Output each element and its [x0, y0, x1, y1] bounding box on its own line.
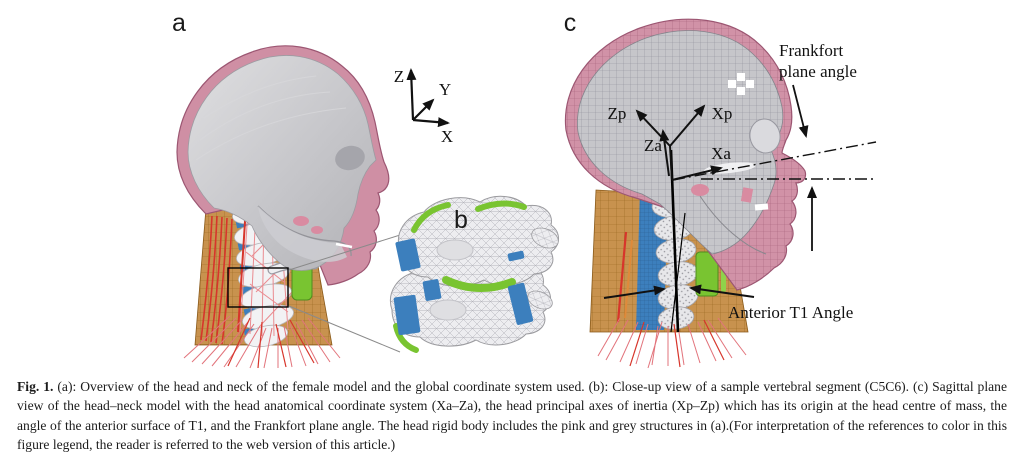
- cheek-pink-c: [740, 187, 754, 203]
- jaw-line-a: [257, 205, 352, 257]
- muscle-fan-a: [183, 315, 341, 369]
- panel-c-annotations: Zp Xp Za Xa Frankfort plane angle Anteri…: [603, 41, 877, 333]
- panel-c-label: c: [564, 9, 577, 37]
- skull-highlight-c: [728, 73, 754, 95]
- muscle-fan-c-bright: [629, 319, 725, 368]
- mandible-a: [258, 206, 347, 262]
- t1-arrow-right: [689, 284, 755, 298]
- panel-a-head-neck-model: a: [172, 9, 417, 369]
- muscle-fan-a-bright: [227, 317, 315, 369]
- c5c6-zoom-rectangle: [227, 267, 289, 308]
- orange-strip-c: [624, 239, 633, 319]
- za-label: Za: [644, 136, 662, 155]
- skull-a: [187, 55, 377, 271]
- skull-a-facets: [195, 75, 347, 161]
- t1-arrow-left: [603, 285, 666, 299]
- frankfort-label-line1: Frankfort: [779, 41, 843, 60]
- cartilage-green-b: [393, 200, 527, 353]
- c5-shadow: [436, 239, 474, 261]
- frankfort-label-line2: plane angle: [779, 62, 857, 81]
- process-c6: [527, 290, 553, 310]
- t1-anterior-surface-line: [670, 212, 686, 333]
- frankfort-plane-lines: [672, 141, 877, 181]
- panel-a-label: a: [172, 9, 186, 37]
- anterior-muscle-line-c: [616, 231, 628, 323]
- teeth-hint-c: [754, 203, 769, 211]
- axes-stem: [669, 145, 673, 181]
- global-x-label: X: [441, 127, 453, 146]
- tmj-pink-a: [293, 216, 309, 226]
- tmj-pink-c: [691, 184, 709, 196]
- callout-line-top: [288, 229, 417, 271]
- global-coordinate-system: [406, 68, 450, 128]
- frankfort-pointer-arrow: [792, 84, 809, 138]
- panel-b-vertebral-segment: b: [390, 195, 559, 353]
- teeth-hint-a: [335, 242, 353, 249]
- c6-shadow: [429, 299, 467, 321]
- callout-line-bottom: [288, 305, 401, 353]
- zp-label: Zp: [608, 104, 627, 123]
- global-y-label: Y: [439, 80, 451, 99]
- xp-label: Xp: [712, 104, 733, 123]
- eye-socket-a: [335, 145, 365, 171]
- global-z-axis: [406, 68, 417, 121]
- jaw-line-c: [699, 195, 767, 255]
- muscle-fan-c: [597, 317, 747, 369]
- za-axis: [659, 129, 670, 177]
- tmj-pink-a2: [311, 226, 323, 234]
- figure-caption-label: Fig. 1.: [17, 379, 54, 394]
- anterior-t1-angle-label: Anterior T1 Angle: [728, 303, 853, 322]
- ligament-straps-b: [393, 238, 534, 336]
- process-c5: [531, 227, 559, 249]
- xp-axis: [669, 104, 706, 147]
- eye-socket-c: [749, 118, 781, 154]
- posterior-muscle-lines: [200, 215, 233, 345]
- global-x-axis: [412, 117, 450, 128]
- figure-caption-body: (a): Overview of the head and neck of th…: [17, 379, 1007, 453]
- global-z-label: Z: [394, 67, 404, 86]
- figure-caption: Fig. 1. (a): Overview of the head and ne…: [17, 377, 1007, 455]
- panel-b-label: b: [454, 206, 468, 234]
- figure-canvas: a Z Y X b: [172, 9, 877, 369]
- global-y-axis: [412, 98, 435, 121]
- xa-label: Xa: [711, 144, 731, 163]
